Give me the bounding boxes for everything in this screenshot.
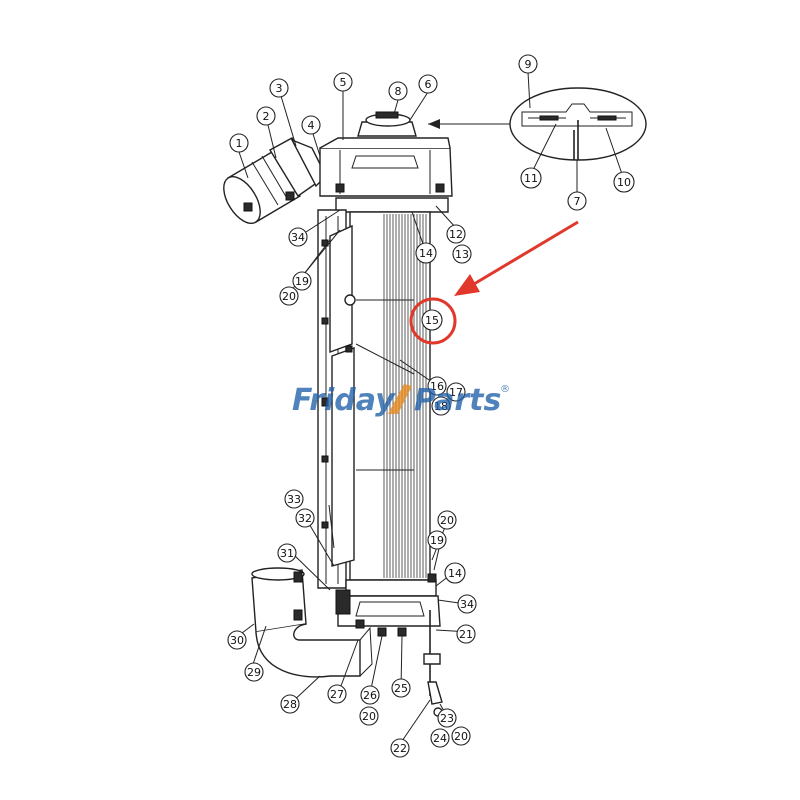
callout-10: 10 — [613, 171, 635, 193]
svg-text:19: 19 — [295, 275, 309, 288]
callout-20-lower: 20 — [437, 510, 457, 530]
svg-text:15: 15 — [425, 314, 439, 327]
drain-valve — [423, 610, 471, 717]
callout-34-upper: 34 — [288, 227, 308, 247]
svg-text:2: 2 — [263, 110, 270, 123]
outlet-pipe — [251, 567, 373, 678]
svg-text:Friday: Friday — [292, 383, 396, 418]
callout-34-lower: 34 — [457, 594, 477, 614]
callout-16: 16 — [427, 376, 447, 396]
inlet-hose-assembly — [223, 137, 327, 224]
side-frame — [317, 209, 415, 589]
callout-24: 24 — [430, 728, 450, 748]
callout-20-tail: 20 — [451, 726, 471, 746]
svg-text:30: 30 — [230, 634, 244, 647]
highlight-circle — [409, 297, 457, 345]
callout-29: 29 — [244, 662, 264, 682]
radiator-core — [349, 211, 431, 581]
svg-text:28: 28 — [283, 698, 297, 711]
svg-text:1: 1 — [236, 137, 243, 150]
callout-12: 12 — [446, 224, 466, 244]
callout-19-lower: 19 — [427, 530, 447, 550]
svg-text:21: 21 — [459, 628, 473, 641]
callout-15: 15 — [421, 309, 443, 331]
callout-3: 3 — [269, 78, 289, 98]
svg-text:33: 33 — [287, 493, 301, 506]
callout-22: 22 — [390, 738, 410, 758]
svg-text:13: 13 — [455, 248, 469, 261]
svg-text:10: 10 — [617, 176, 631, 189]
svg-text:18: 18 — [434, 400, 448, 413]
callout-14-lower: 14 — [444, 562, 466, 584]
svg-text:24: 24 — [433, 732, 447, 745]
svg-text:3: 3 — [276, 82, 283, 95]
callout-26: 26 — [360, 685, 380, 705]
svg-text:12: 12 — [449, 228, 463, 241]
callout-19-upper: 19 — [292, 271, 312, 291]
svg-text:19: 19 — [430, 534, 444, 547]
svg-text:17: 17 — [449, 386, 463, 399]
callout-13: 13 — [452, 244, 472, 264]
callout-27: 27 — [327, 684, 347, 704]
svg-text:16: 16 — [430, 380, 444, 393]
svg-text:29: 29 — [247, 666, 261, 679]
svg-text:26: 26 — [363, 689, 377, 702]
callout-4: 4 — [301, 115, 321, 135]
svg-text:14: 14 — [419, 247, 433, 260]
callout-25: 25 — [391, 678, 411, 698]
svg-text:Parts: Parts — [414, 383, 501, 418]
svg-text:32: 32 — [298, 512, 312, 525]
svg-text:4: 4 — [308, 119, 315, 132]
callout-9: 9 — [518, 54, 538, 74]
svg-text:20: 20 — [282, 290, 296, 303]
callout-20-upper: 20 — [279, 286, 299, 306]
svg-text:6: 6 — [425, 78, 432, 91]
callout-2: 2 — [256, 106, 276, 126]
callout-7: 7 — [567, 191, 587, 211]
callout-6: 6 — [418, 74, 438, 94]
svg-text:11: 11 — [524, 172, 538, 185]
svg-text:20: 20 — [454, 730, 468, 743]
callout-1: 1 — [229, 133, 249, 153]
svg-text:22: 22 — [393, 742, 407, 755]
svg-text:5: 5 — [340, 76, 347, 89]
svg-text:27: 27 — [330, 688, 344, 701]
svg-text:31: 31 — [280, 547, 294, 560]
svg-text:34: 34 — [460, 598, 474, 611]
callout-30: 30 — [227, 630, 247, 650]
svg-text:14: 14 — [448, 567, 462, 580]
callout-23: 23 — [437, 708, 457, 728]
radiator-cap-detail — [428, 87, 647, 161]
svg-text:23: 23 — [440, 712, 454, 725]
callout-17: 17 — [446, 382, 466, 402]
callout-5: 5 — [333, 72, 353, 92]
svg-text:34: 34 — [291, 231, 305, 244]
callout-31: 31 — [277, 543, 297, 563]
callout-21: 21 — [456, 624, 476, 644]
callout-18: 18 — [431, 396, 451, 416]
wrench-icon — [388, 384, 412, 414]
svg-text:®: ® — [500, 384, 510, 395]
callout-32: 32 — [295, 508, 315, 528]
callout-33: 33 — [284, 489, 304, 509]
svg-text:7: 7 — [574, 195, 581, 208]
svg-text:25: 25 — [394, 682, 408, 695]
callout-8: 8 — [388, 81, 408, 101]
svg-text:20: 20 — [440, 514, 454, 527]
callout-11: 11 — [520, 167, 542, 189]
svg-text:8: 8 — [395, 85, 402, 98]
svg-text:9: 9 — [525, 58, 532, 71]
highlight-arrow — [454, 220, 579, 296]
top-tank — [319, 111, 453, 213]
bottom-tank — [335, 573, 441, 637]
watermark-logo: Friday Parts ® — [292, 383, 510, 418]
callout-14: 14 — [415, 242, 437, 264]
callout-20-bottom: 20 — [359, 706, 379, 726]
svg-text:20: 20 — [362, 710, 376, 723]
callout-28: 28 — [280, 694, 300, 714]
